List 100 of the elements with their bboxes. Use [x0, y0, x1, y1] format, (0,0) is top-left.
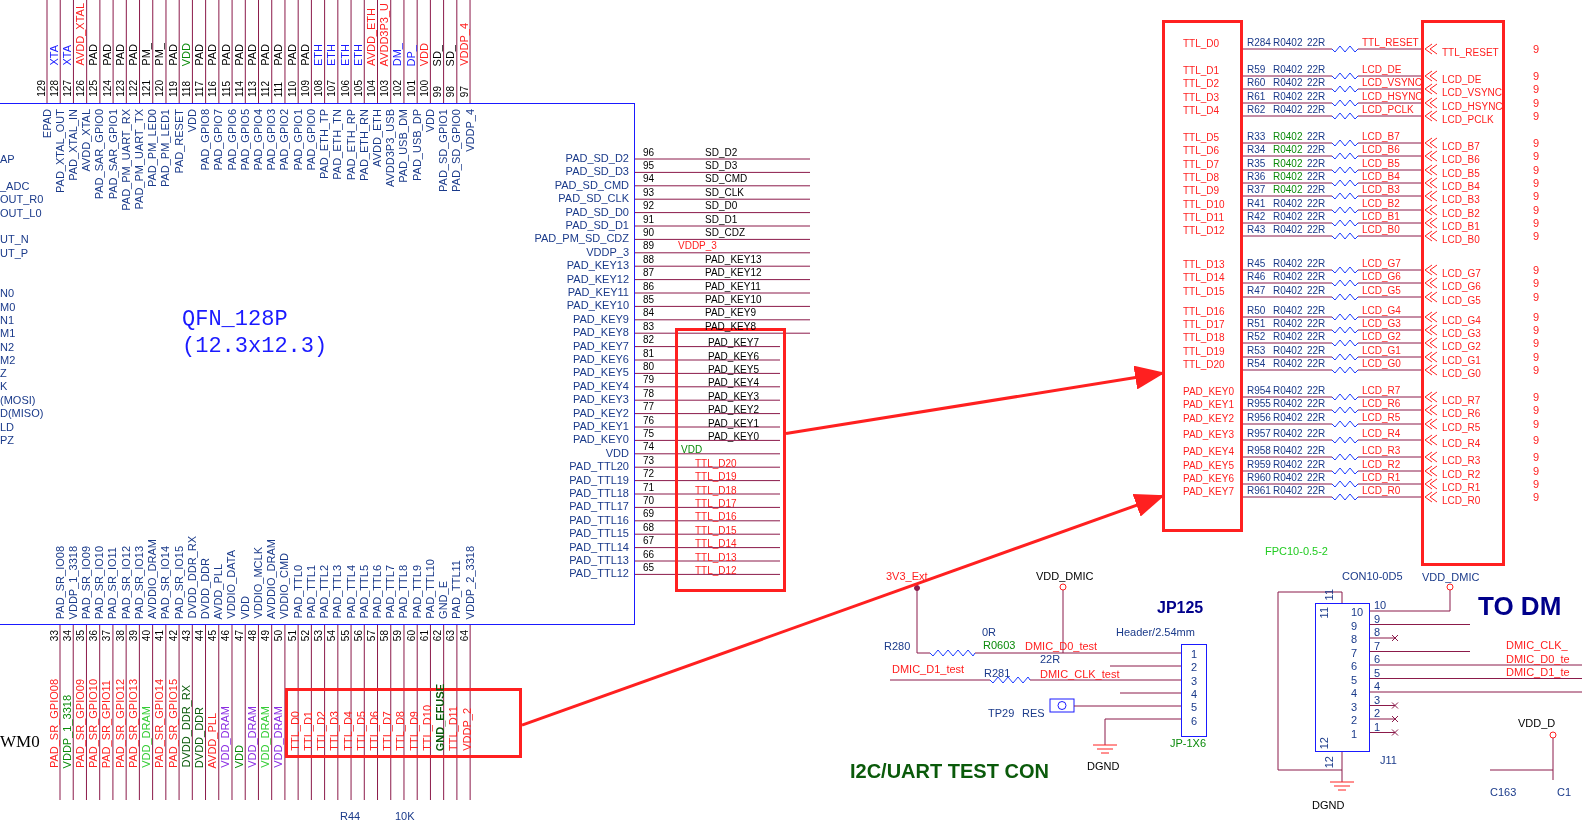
net-label: AVDD_XTAL — [75, 3, 87, 66]
pin-name: PAD_RESET — [173, 109, 185, 174]
sheet-number: 9 — [1533, 230, 1540, 242]
net-label: LCD_R0 — [1362, 484, 1401, 496]
net-label: PAD_KEY5 — [1183, 459, 1234, 471]
net-label: TTL_D2 — [1183, 77, 1220, 89]
pin-name: PAD_KEY6 — [572, 353, 629, 365]
pin-number: 10 — [1351, 606, 1364, 618]
pin-name: PAD_SR_IO08 — [54, 545, 66, 619]
pin-number: 92 — [643, 200, 655, 212]
pin-name: AVDDIO_DRAM — [266, 539, 278, 619]
pin-number: 77 — [643, 401, 655, 413]
port-label: LCD_G3 — [1442, 327, 1481, 339]
net-label: PAD_KEY3 — [1183, 428, 1234, 440]
pin-name: VDDP_2_3318 — [464, 545, 476, 619]
sheet-number: 9 — [1533, 150, 1540, 162]
pin-name: PAD_ETH_RN — [358, 109, 370, 181]
net-label: TTL_D1 — [1183, 64, 1220, 76]
label: WM0 — [0, 733, 40, 751]
port-label: LCD_R6 — [1442, 407, 1481, 419]
net-label: TTL_D0 — [289, 711, 301, 751]
net-label: PAD — [88, 44, 100, 66]
net-label: PAD_KEY6 — [1183, 472, 1234, 484]
sheet-number: 9 — [1533, 434, 1540, 446]
pin-name: PAD_KEY12 — [566, 272, 629, 285]
pin-name: PAD_TTL4 — [345, 565, 357, 619]
pin-name: UT_N — [0, 233, 29, 245]
port-label: LCD_G1 — [1442, 354, 1481, 366]
net-label: TTL_D11 — [1183, 211, 1224, 223]
sheet-number: 9 — [1533, 277, 1540, 289]
port-label: LCD_B6 — [1442, 153, 1480, 165]
net-label: LCD_HSYNC — [1362, 90, 1423, 102]
pin-number: 111 — [273, 81, 285, 97]
label: DMIC_D0_test — [1025, 640, 1098, 652]
pin-number: 121 — [141, 80, 153, 97]
part-value: 10K — [395, 810, 415, 822]
net-label: PM_ — [141, 43, 153, 66]
label: VDD_D — [1518, 717, 1556, 729]
pin-number: 89 — [643, 240, 655, 252]
net-label: PAD_KEY5 — [708, 363, 759, 375]
net-label: LCD_R5 — [1362, 411, 1401, 423]
pin-name: AVDD_PLL — [213, 563, 225, 619]
pin-name: VDD — [239, 595, 251, 619]
part-value: R0402 — [1273, 170, 1303, 182]
pin-name: PAD_GPIO4 — [253, 109, 264, 171]
pin-name: PAD_SD_CLK — [558, 192, 629, 205]
net-label: DP_ — [405, 44, 417, 66]
port-label: LCD_VSYNC — [1442, 86, 1503, 98]
pin-number: 4 — [1191, 687, 1198, 700]
connector-body — [1315, 603, 1370, 752]
part-value: 22R — [1307, 357, 1326, 369]
label: VDD_DMIC — [1036, 570, 1094, 582]
net-label: TTL_D4 — [1183, 104, 1220, 116]
port-label: LCD_B0 — [1442, 233, 1480, 245]
part-designator: J11 — [1380, 754, 1397, 766]
net-label: PAD_SR_GPIO14 — [154, 678, 166, 768]
part-value: R0402 — [1273, 344, 1303, 356]
pin-name: VDDIO_MCLK — [252, 547, 264, 619]
port-label: LCD_R1 — [1442, 481, 1481, 493]
net-label: AVDD3P3_U — [379, 2, 391, 66]
net-label: LCD_R6 — [1362, 397, 1401, 409]
net-label: PAD_KEY0 — [1183, 385, 1234, 397]
pin-number: 87 — [643, 267, 655, 279]
pin-number: 7 — [1374, 639, 1381, 652]
label: DMIC_CLK_test — [1040, 668, 1120, 680]
pin-name: PAD_KEY5 — [572, 366, 629, 379]
sheet-number: 9 — [1533, 97, 1540, 109]
port-label: LCD_B5 — [1442, 167, 1480, 179]
net-label: PAD — [220, 44, 232, 66]
part-value: 22R — [1307, 143, 1326, 155]
net-label: SD_ — [445, 44, 457, 66]
part-value: R0402 — [1273, 484, 1303, 496]
pin-name: PAD_TTL9 — [411, 565, 423, 619]
part-value: R0402 — [1273, 411, 1303, 423]
net-label: PAD — [233, 44, 245, 66]
net-label: PAD — [299, 44, 311, 66]
pin-name: M1 — [0, 327, 16, 339]
port-label: LCD_DE — [1442, 73, 1482, 85]
net-label: TTL_D18 — [695, 484, 737, 496]
part-value: R0402 — [1273, 270, 1303, 282]
pin-name: PAD_TTL5 — [358, 565, 370, 619]
net-label: VDD_DRAM — [220, 706, 232, 768]
pin-number: 62 — [432, 630, 444, 642]
net-label: LCD_G5 — [1362, 284, 1401, 296]
pin-name: PAD_GPIO5 — [239, 109, 251, 171]
pin-number: 116 — [207, 81, 219, 97]
port-label: LCD_R2 — [1442, 468, 1481, 480]
pin-name: PAD_TTL3 — [332, 565, 344, 619]
net-label: GND_EFUSE — [435, 683, 447, 751]
pin-number: 67 — [643, 535, 655, 547]
part-value: R0402 — [1273, 157, 1303, 169]
pin-name: PAD_PM_UART_RX — [120, 109, 132, 211]
pin-name: VDDIO_DATA — [226, 550, 238, 619]
arrow — [785, 365, 1165, 436]
pin-number: 71 — [643, 481, 655, 493]
part-value: R0402 — [1273, 317, 1303, 329]
part-value: 22R — [1307, 210, 1326, 222]
net-label: TTL_D17 — [695, 497, 737, 509]
net-label: PAD_KEY1 — [1183, 398, 1234, 410]
pin-name: VDD — [424, 109, 436, 133]
